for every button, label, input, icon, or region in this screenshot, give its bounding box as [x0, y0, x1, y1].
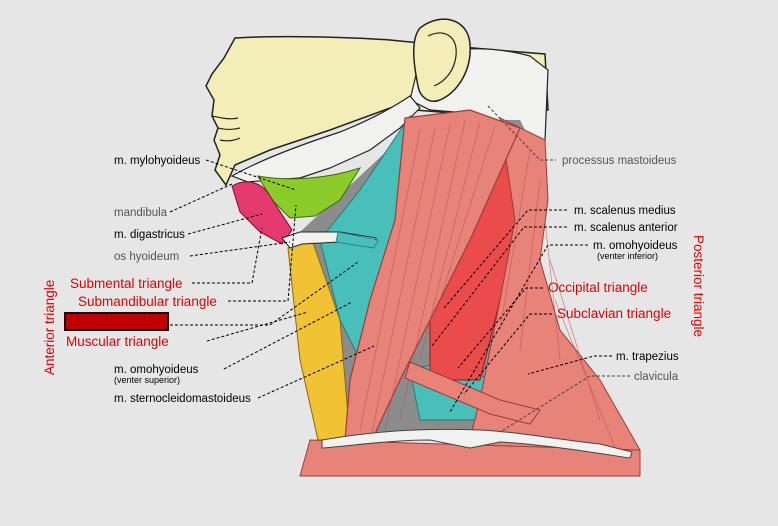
mandible-bone: [230, 95, 421, 183]
label-omohyoideus-superior: m. omohyoideus: [114, 364, 199, 376]
label-posterior-triangle: Posterior triangle: [691, 235, 706, 337]
label-processus-mastoideus: processus mastoideus: [562, 155, 677, 167]
label-sternocleidomastoideus: m. sternocleidomastoideus: [114, 393, 251, 405]
chest-muscles: [299, 439, 641, 477]
lips: [211, 115, 241, 142]
label-scalenus-anterior: m. scalenus anterior: [574, 222, 678, 234]
omohyoid-superior-belly: [335, 231, 379, 249]
leader-lines: [169, 105, 630, 433]
structure-labels: m. mylohyoideus mandibula m. digastricus…: [114, 155, 679, 405]
sternocleidomastoid-muscle: [344, 109, 521, 441]
omohyoid-inferior-belly: [404, 361, 541, 425]
label-omohyoideus-superior-sub: (venter superior): [114, 375, 180, 385]
mylohyoid-muscle: [257, 167, 362, 219]
label-anterior-triangle: Anterior triangle: [42, 280, 57, 375]
label-submandibular-triangle: Submandibular triangle: [78, 294, 217, 309]
label-os-hyoideum: os hyoideum: [114, 251, 179, 263]
label-mandibula: mandibula: [114, 207, 168, 219]
ear-inner: [427, 32, 457, 87]
label-subclavian-triangle: Subclavian triangle: [557, 306, 671, 321]
ear: [413, 18, 471, 102]
muscle-fibers: [359, 119, 621, 461]
label-submental-triangle: Submental triangle: [70, 276, 183, 291]
label-omohyoideus-inferior-sub: (venter inferior): [597, 251, 658, 261]
label-occipital-triangle: Occipital triangle: [548, 280, 648, 295]
label-clavicula: clavicula: [634, 371, 679, 383]
triangle-labels: Submental triangle Submandibular triangl…: [42, 235, 706, 375]
muscular-triangle-highlight-box: [64, 312, 169, 331]
clavicle-bone: [321, 428, 633, 459]
label-mylohyoideus: m. mylohyoideus: [114, 155, 201, 167]
neck-anatomy-illustration: [205, 18, 641, 477]
label-muscular-triangle: Muscular triangle: [66, 334, 169, 349]
label-scalenus-medius: m. scalenus medius: [574, 205, 676, 217]
label-digastricus: m. digastricus: [114, 229, 185, 241]
digastric-muscle: [231, 181, 293, 245]
label-trapezius: m. trapezius: [616, 351, 679, 363]
label-omohyoideus-inferior: m. omohyoideus: [593, 240, 678, 252]
